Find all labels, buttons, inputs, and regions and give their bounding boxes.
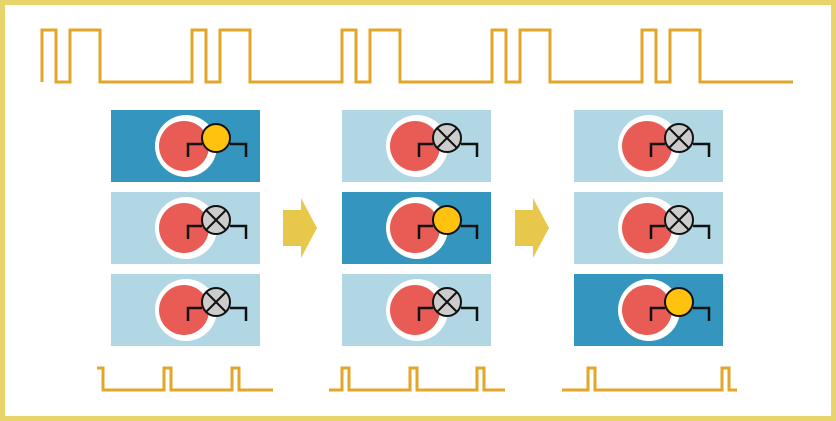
step-column-2 (342, 110, 491, 346)
lamp-off-cross (668, 127, 690, 149)
sequence-columns (111, 110, 723, 346)
channel-panel (111, 110, 260, 182)
lamp-off-icon (201, 287, 231, 317)
lamp-off-icon (664, 123, 694, 153)
disc-core (159, 203, 209, 253)
channel-panel (111, 192, 260, 264)
channel-panel (342, 274, 491, 346)
lamp-on-icon (664, 287, 694, 317)
lamp-on-icon (201, 123, 231, 153)
disc-core (622, 285, 672, 335)
wire-bracket (186, 224, 248, 239)
step-column-1 (111, 110, 260, 346)
bottom-pulse-train-3 (562, 366, 737, 392)
lamp-off-icon (432, 287, 462, 317)
disc-core (390, 121, 440, 171)
lamp-off-icon (201, 205, 231, 235)
lamp-off-cross (436, 127, 458, 149)
channel-panel (574, 274, 723, 346)
transition-arrows (283, 198, 549, 258)
lamp-off-cross (436, 291, 458, 313)
lamp-off-cross (668, 209, 690, 231)
disc-core (622, 203, 672, 253)
lamp-off-icon (432, 123, 462, 153)
wire-bracket (186, 142, 248, 157)
disc-core (159, 285, 209, 335)
disc-core (622, 121, 672, 171)
wire-bracket (649, 224, 711, 239)
wire-bracket (649, 142, 711, 157)
lamp-off-cross (205, 209, 227, 231)
channel-panel (574, 110, 723, 182)
lamp-off-icon (664, 205, 694, 235)
bottom-pulse-train-2 (329, 366, 505, 392)
channel-panel (574, 192, 723, 264)
disc-core (390, 285, 440, 335)
arrow-right-icon (515, 198, 549, 258)
channel-panel (342, 192, 491, 264)
bottom-pulse-train-1 (97, 366, 273, 392)
channel-panel (111, 274, 260, 346)
lamp-off-cross (205, 291, 227, 313)
wire-bracket (649, 306, 711, 321)
arrow-right-icon (283, 198, 317, 258)
wire-bracket (186, 306, 248, 321)
disc-core (390, 203, 440, 253)
step-column-3 (574, 110, 723, 346)
wire-bracket (417, 142, 479, 157)
wire-bracket (417, 224, 479, 239)
bottom-signals (97, 366, 737, 392)
channel-panel (342, 110, 491, 182)
top-signal (40, 28, 793, 84)
lamp-on-icon (432, 205, 462, 235)
disc-core (159, 121, 209, 171)
top-pulse-train (40, 28, 793, 84)
wire-bracket (417, 306, 479, 321)
